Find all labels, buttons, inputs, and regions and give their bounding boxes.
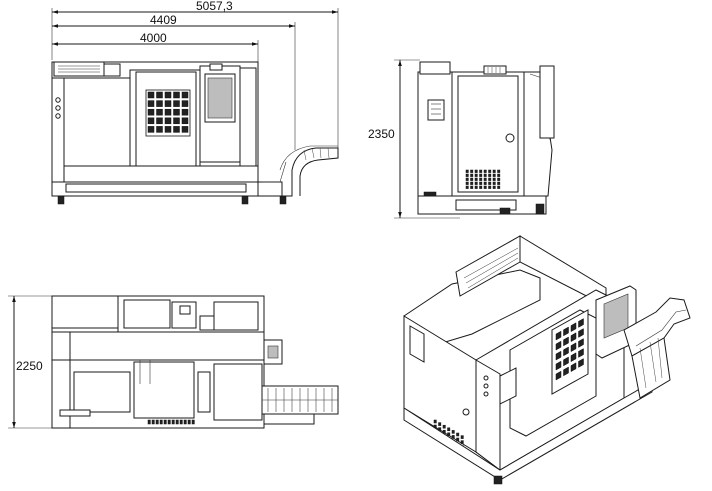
side-vents — [465, 169, 501, 189]
dim-height: 2350 — [368, 127, 395, 141]
dim-overall-length: 5057,3 — [196, 0, 233, 13]
top-dimensions: 2250 — [8, 295, 58, 429]
side-view: 2350 — [368, 59, 555, 219]
isometric-view — [403, 235, 691, 485]
front-view: 5057,3 4409 4000 — [51, 0, 339, 205]
conveyor-top — [267, 388, 333, 412]
front-dimensions: 5057,3 4409 4000 — [51, 0, 339, 150]
dim-depth: 2250 — [16, 359, 43, 373]
dim-machine-conveyor-length: 4409 — [150, 13, 177, 27]
side-dimensions: 2350 — [368, 59, 460, 219]
top-vents — [147, 419, 195, 425]
dim-machine-length: 4000 — [140, 31, 167, 45]
top-view: 2250 — [8, 295, 339, 429]
iso-control-keypad — [555, 318, 584, 381]
